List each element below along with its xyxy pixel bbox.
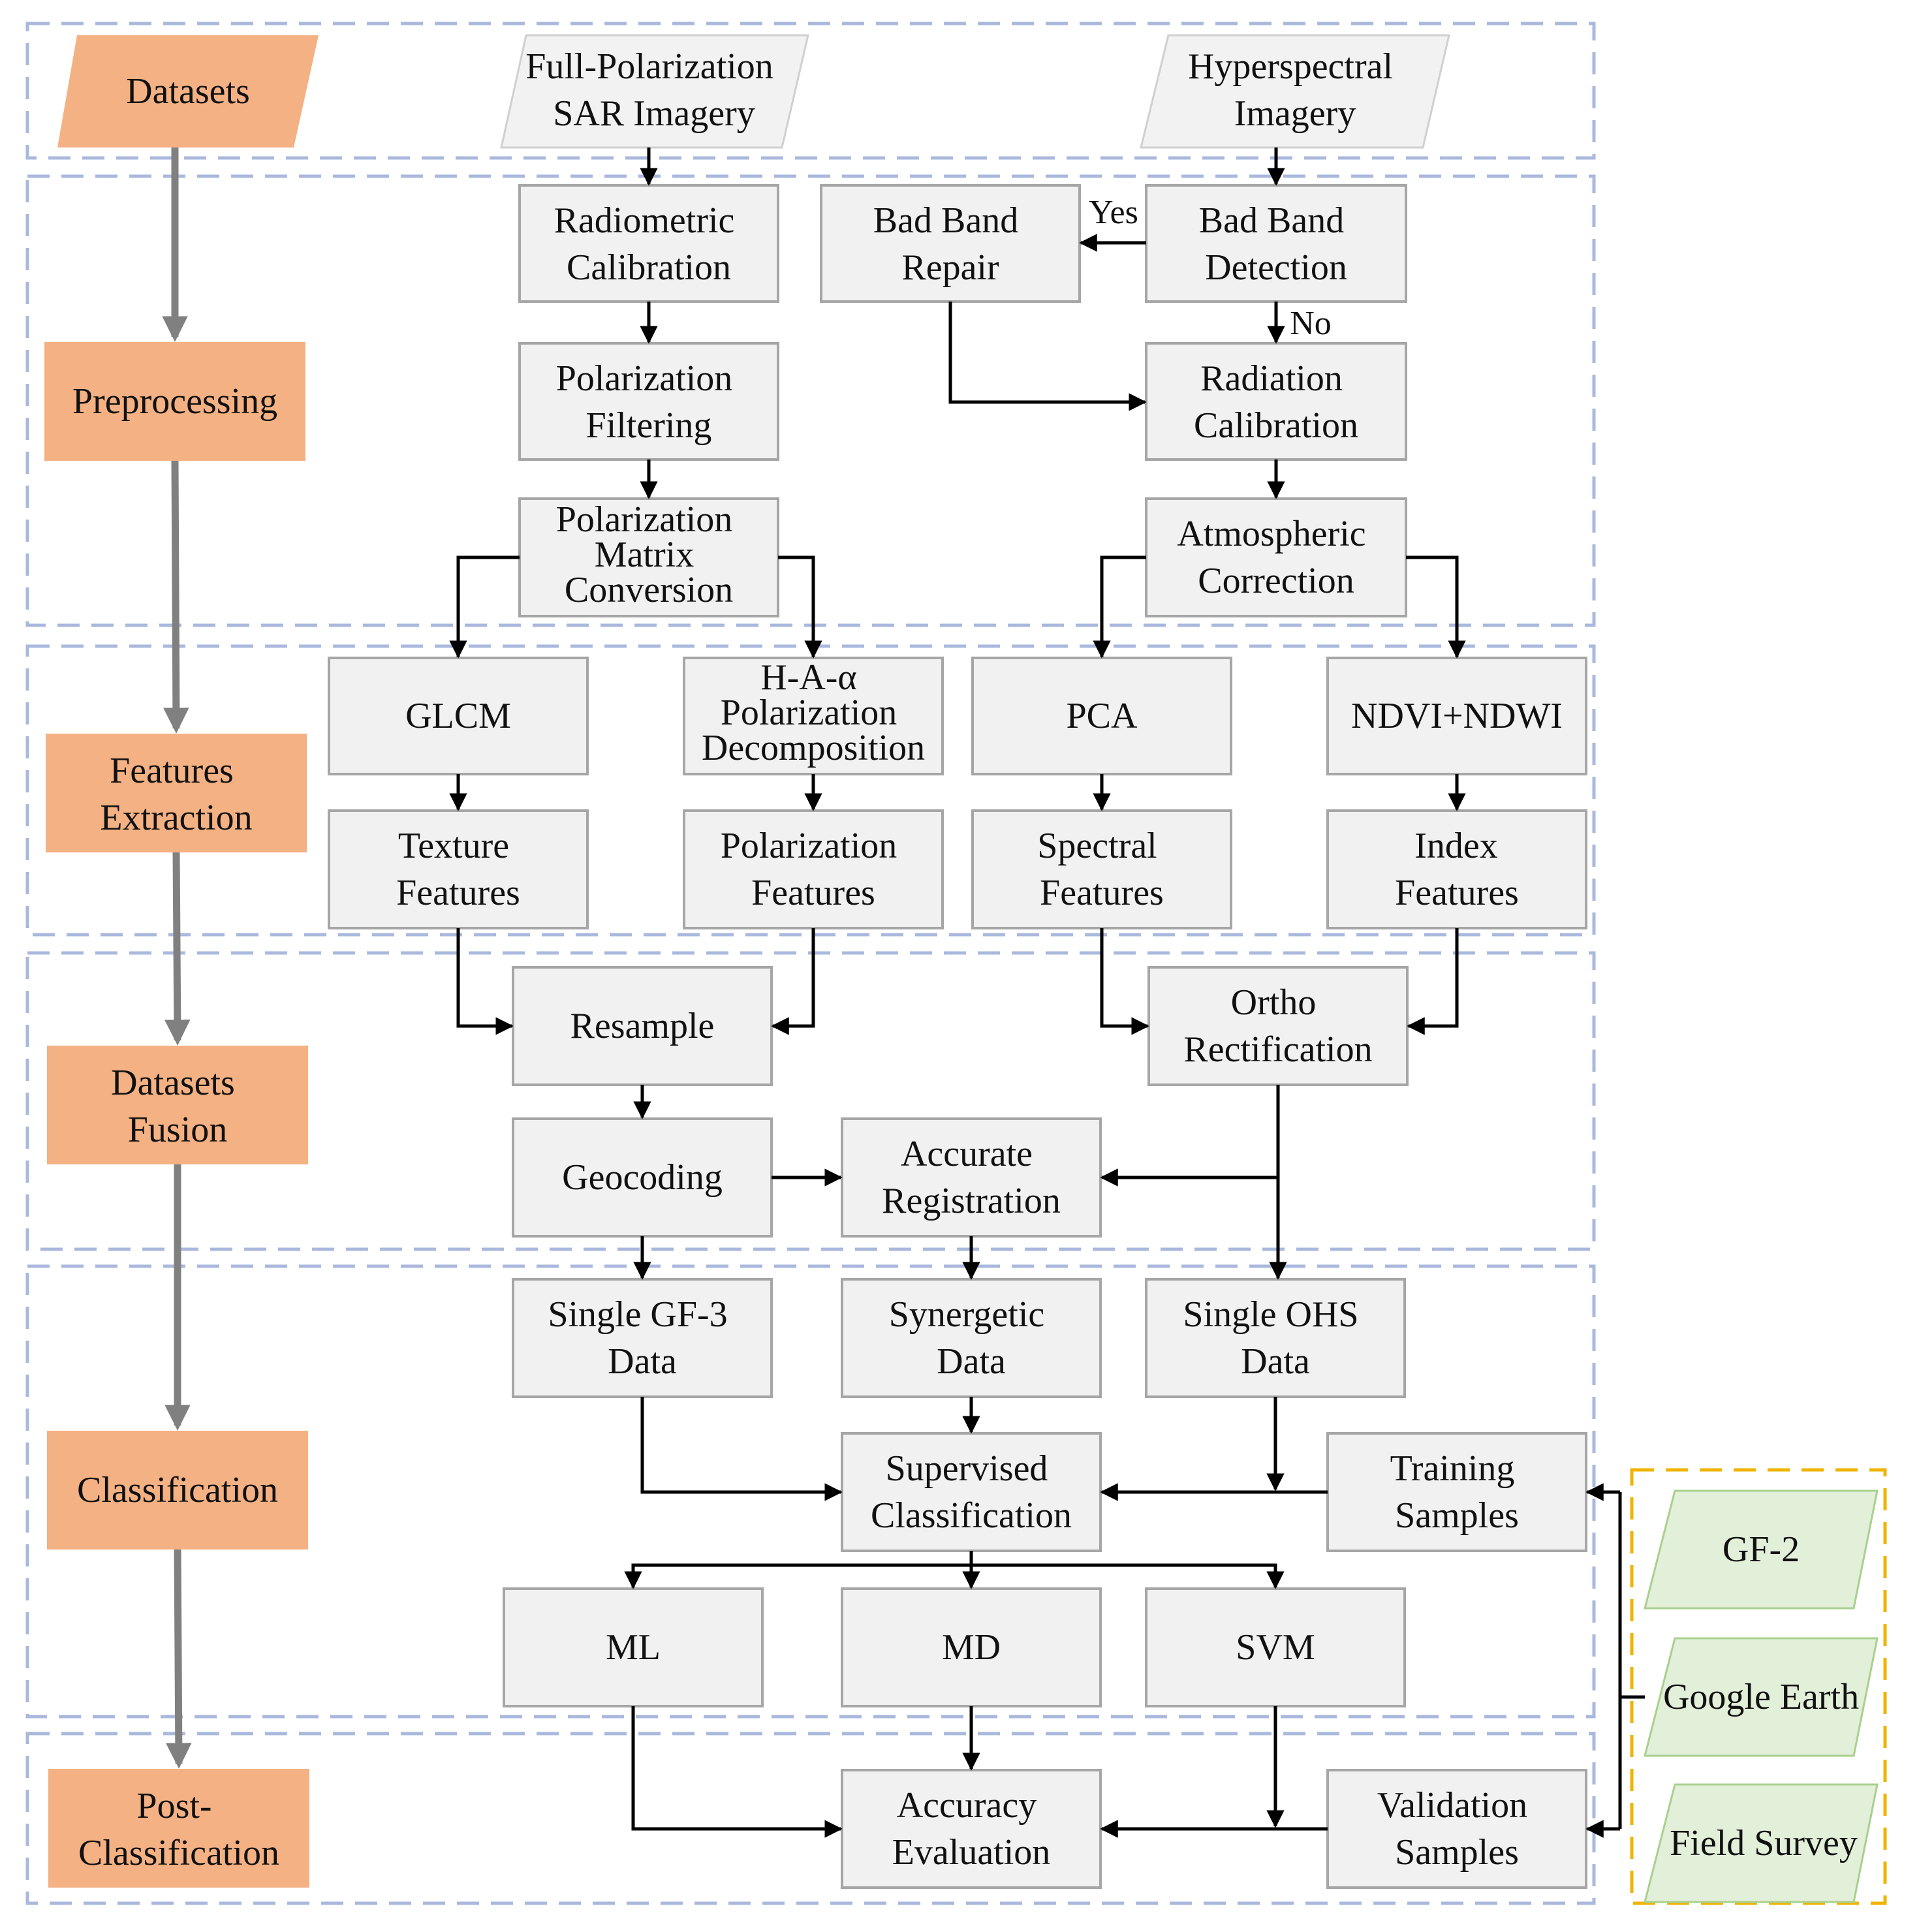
section-datasets (25, 22, 1596, 160)
source-gf2 (1644, 1489, 1879, 1610)
accurate-registration-label: Accurate Registration (882, 1134, 1061, 1221)
texture-features-label: Texture Features (396, 826, 520, 913)
single-ohs-data-box (1145, 1278, 1406, 1398)
polarization-filtering-label: Polarization Filtering (556, 358, 742, 446)
synergetic-data-box (841, 1278, 1102, 1398)
single-ohs-data-label: Single OHS Data (1183, 1294, 1367, 1382)
section-reference-sources (1630, 1468, 1887, 1905)
yes-label: Yes (1089, 194, 1138, 231)
glcm-label: GLCM (405, 696, 511, 736)
conn-gf3-to-supervised (640, 1397, 843, 1501)
svm-label: SVM (1236, 1627, 1315, 1668)
accuracy-evaluation-label: Accuracy Evaluation (892, 1785, 1051, 1873)
conn-polfeatures-to-resample (771, 928, 815, 1035)
source-google-earth-label: Google Earth (1663, 1677, 1859, 1717)
atmospheric-correction-label: Atmospheric Correction (1177, 514, 1375, 601)
source-google-earth (1644, 1637, 1879, 1757)
polarization-features-box (683, 809, 944, 929)
stage-post-classification (48, 1769, 309, 1888)
input-sar-imagery-label: Full-Polarization SAR Imagery (525, 46, 783, 134)
spectral-features-label: Spectral Features (1037, 826, 1166, 913)
h-a-alpha-decomposition-box (683, 657, 944, 775)
training-samples-label: Training Samples (1390, 1448, 1524, 1536)
source-field-survey (1644, 1783, 1879, 1903)
h-a-alpha-decomposition-label: H-A-α Polarization Decomposition (702, 657, 925, 768)
conn-spectral-to-ortho (1100, 928, 1149, 1035)
input-hyperspectral-imagery-label: Hyperspectral Imagery (1188, 46, 1402, 134)
single-gf3-data-label: Single GF-3 Data (548, 1294, 736, 1382)
stage-features-extraction (46, 734, 307, 852)
stage-preprocessing (44, 342, 305, 461)
ndvi-ndwi-label: NDVI+NDWI (1351, 696, 1563, 736)
conn-matrix-to-glcm (449, 555, 520, 659)
validation-samples-label: Validation Samples (1377, 1785, 1537, 1873)
arrow-stage-3 (164, 852, 191, 1046)
single-gf3-data-box (512, 1278, 773, 1398)
bad-band-repair-box (820, 184, 1081, 303)
conn-supervised-branch (631, 1563, 1277, 1587)
ndvi-ndwi-box (1326, 657, 1587, 775)
input-hyperspectral-imagery (1140, 34, 1450, 149)
stage-post-classification-label: Post- Classification (78, 1786, 279, 1873)
supervised-classification-label: Supervised Classification (871, 1448, 1072, 1536)
resample-box (512, 966, 773, 1086)
conn-ml-to-accuracy (631, 1706, 843, 1838)
stage-datasets-fusion-label: Datasets Fusion (111, 1063, 244, 1150)
conn-atmospheric-to-pca (1093, 555, 1146, 659)
radiation-calibration-label: Radiation Calibration (1194, 358, 1358, 446)
no-label: No (1290, 305, 1332, 342)
stage-classification (47, 1431, 308, 1550)
source-gf2-label: GF-2 (1723, 1529, 1800, 1570)
svm-box (1145, 1587, 1406, 1707)
bad-band-repair-label: Bad Band Repair (873, 200, 1027, 288)
geocoding-box (512, 1117, 773, 1238)
stage-datasets-label: Datasets (126, 71, 250, 112)
section-classification (25, 1264, 1596, 1719)
section-datasets-fusion (25, 951, 1596, 1251)
index-features-label: Index Features (1395, 826, 1519, 913)
md-label: MD (942, 1627, 1001, 1668)
stage-preprocessing-label: Preprocessing (72, 381, 277, 422)
conn-matrix-to-decomposition (778, 555, 822, 659)
synergetic-data-label: Synergetic Data (889, 1294, 1053, 1382)
polarization-features-label: Polarization Features (721, 826, 907, 913)
md-box (841, 1587, 1102, 1707)
accuracy-evaluation-box (841, 1769, 1102, 1889)
geocoding-label: Geocoding (562, 1157, 723, 1198)
stage-features-extraction-label: Features Extraction (100, 751, 252, 838)
section-post-classification (25, 1732, 1596, 1905)
polarization-matrix-conversion-box (518, 497, 779, 617)
source-field-survey-label: Field Survey (1670, 1823, 1858, 1863)
ortho-rectification-box (1147, 966, 1409, 1086)
bad-band-detection-label: Bad Band Detection (1199, 200, 1353, 288)
ortho-rectification-label: Ortho Rectification (1183, 982, 1372, 1070)
spectral-features-box (971, 809, 1232, 929)
conn-index-to-ortho (1407, 928, 1459, 1035)
radiometric-calibration-label: Radiometric Calibration (554, 200, 744, 288)
stage-datasets (57, 35, 319, 148)
connectors (449, 148, 1645, 1838)
resample-label: Resample (570, 1006, 715, 1046)
conn-texture-to-resample (456, 928, 514, 1035)
stage-classification-label: Classification (77, 1470, 278, 1510)
ml-label: ML (606, 1627, 661, 1668)
glcm-box (328, 657, 589, 775)
arrow-stage-2 (163, 460, 189, 734)
section-preprocessing (25, 174, 1596, 627)
arrow-stage-5 (166, 1549, 192, 1769)
polarization-matrix-conversion-label: Polarization Matrix Conversion (556, 499, 742, 610)
conn-repair-to-radiation (948, 302, 1147, 411)
texture-features-box (328, 809, 589, 929)
input-sar-imagery (500, 34, 809, 149)
conn-atmospheric-to-ndvi (1406, 555, 1466, 659)
polarization-filtering-box (518, 342, 779, 461)
pca-label: PCA (1067, 696, 1138, 736)
stage-datasets-fusion (47, 1046, 308, 1164)
